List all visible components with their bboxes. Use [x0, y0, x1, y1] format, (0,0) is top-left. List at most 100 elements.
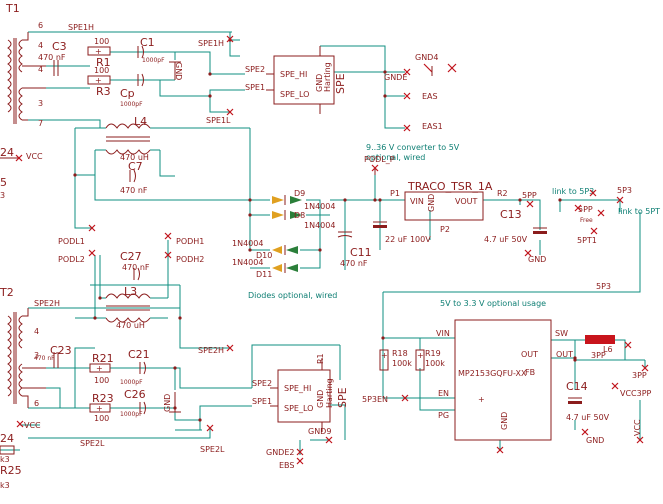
inductor-l6[interactable]: [585, 335, 615, 344]
port-podh2[interactable]: [164, 251, 172, 259]
port-vcc-b[interactable]: [16, 420, 24, 428]
d9-label: D9: [294, 189, 305, 198]
c26-value: 1000pF: [120, 411, 143, 418]
r1-value: 100: [94, 37, 109, 46]
inductor-l3[interactable]: [105, 293, 151, 323]
capacitor-c12[interactable]: [373, 221, 387, 228]
port-spe2h[interactable]: [226, 344, 234, 352]
cp-value: 1000pF: [120, 101, 143, 108]
diode-d8[interactable]: [272, 210, 302, 220]
capacitor-c7[interactable]: [129, 169, 136, 183]
vcc-b-label: VCC: [24, 421, 41, 430]
port-5p3en[interactable]: [401, 394, 409, 402]
traco-converter[interactable]: [404, 191, 484, 221]
port-vcc-a[interactable]: [0, 154, 23, 162]
r21-value: 100: [94, 376, 109, 385]
port-spe2h-label: SPE2H: [198, 346, 224, 355]
r23-label: R23: [92, 392, 114, 405]
mp-out: OUT: [521, 350, 538, 359]
port-vcc3pp[interactable]: [611, 382, 619, 390]
mp2153-regulator[interactable]: [454, 319, 552, 441]
port-spe2l[interactable]: [206, 424, 214, 432]
c21-label: C21: [128, 348, 150, 361]
port-link-5p3[interactable]: [589, 189, 597, 197]
c14-label: C14: [566, 380, 588, 393]
r21-plus: +: [96, 364, 103, 373]
t1-label: T1: [5, 2, 20, 15]
k3c-label: k3: [0, 481, 10, 490]
link-5pt: link to 5PT: [618, 207, 660, 216]
c1-value: 1000pF: [142, 57, 165, 64]
out-label: OUT: [556, 350, 573, 359]
l4-label: L4: [134, 115, 147, 128]
capacitor-c13[interactable]: [533, 227, 547, 234]
spe-gnd-b: GND: [316, 390, 325, 408]
spe-name-b: SPE: [336, 387, 349, 408]
c7-label: C7: [128, 160, 143, 173]
transformer-t1[interactable]: [7, 32, 46, 124]
diode-d9[interactable]: [272, 195, 302, 205]
port-podl-p[interactable]: [371, 164, 379, 175]
transformer-t2[interactable]: [7, 308, 46, 408]
port-spe1l-label: SPE1L: [206, 116, 231, 125]
port-gnde2[interactable]: [296, 448, 304, 456]
port-5p3[interactable]: [616, 196, 624, 204]
traco-vin: VIN: [410, 197, 424, 206]
r18-plus: +: [381, 351, 388, 360]
capacitor-c26[interactable]: [139, 401, 146, 415]
capacitor-c11[interactable]: [337, 231, 353, 238]
r18-label: R18: [392, 349, 408, 358]
r3-plus: +: [95, 76, 102, 85]
capacitor-c21[interactable]: [139, 361, 146, 375]
port-free[interactable]: [574, 204, 605, 217]
capacitor-cp[interactable]: [137, 73, 144, 87]
n5-label: 5: [0, 176, 7, 189]
spe-connector-2[interactable]: [270, 358, 331, 432]
c13-label: C13: [500, 208, 522, 221]
capacitor-c1[interactable]: [137, 45, 144, 59]
port-gnde[interactable]: [403, 68, 411, 76]
resistor-r19[interactable]: +: [415, 349, 425, 371]
r21-label: R21: [92, 352, 114, 365]
spe-connector-1[interactable]: [266, 46, 335, 114]
diode-d11[interactable]: [272, 263, 298, 273]
traco-r2: R2: [497, 189, 508, 198]
pin-3: 3: [38, 99, 43, 108]
c11-value: 470 nF: [340, 259, 368, 268]
capacitor-c23[interactable]: [53, 352, 59, 368]
port-3pp[interactable]: [624, 341, 632, 349]
port-podl1[interactable]: [88, 224, 96, 232]
resistor-r18[interactable]: +: [379, 349, 389, 371]
gnde-label: GNDE: [384, 73, 407, 82]
port-5pp[interactable]: [526, 200, 534, 208]
resistor-r23[interactable]: +: [89, 403, 111, 413]
spe2-pin-a: SPE2: [245, 65, 265, 74]
vcc-c-label: VCC: [633, 419, 642, 436]
port-spe1h[interactable]: [226, 35, 234, 43]
resistor-r3[interactable]: +: [87, 75, 111, 85]
port-podh1[interactable]: [164, 232, 172, 240]
diode-d10[interactable]: [272, 245, 298, 255]
resistor-r21[interactable]: +: [89, 363, 111, 373]
port-eas1[interactable]: [403, 124, 411, 132]
l3-value: 470 uH: [116, 321, 145, 330]
port-ebs[interactable]: [296, 457, 304, 465]
resistor-r25[interactable]: [0, 445, 15, 455]
port-spe1l[interactable]: [226, 108, 234, 116]
free-label: Free: [580, 217, 593, 224]
resistor-r1[interactable]: +: [87, 46, 111, 56]
capacitor-c27[interactable]: [133, 267, 140, 281]
net-spe2l: SPE2L: [80, 439, 105, 448]
capacitor-c3[interactable]: [53, 60, 59, 76]
port-3pp-b[interactable]: [641, 364, 649, 372]
spe-harting-a: Harting: [323, 62, 332, 92]
capacitor-c14[interactable]: [568, 397, 582, 404]
port-podl2[interactable]: [88, 249, 96, 257]
r24-label-a: 24: [0, 146, 14, 159]
port-vcc-c[interactable]: [636, 436, 644, 444]
port-5pt1[interactable]: [590, 227, 598, 235]
port-eas[interactable]: [403, 92, 411, 100]
inductor-l4[interactable]: [105, 123, 151, 155]
junctions: [73, 38, 577, 422]
